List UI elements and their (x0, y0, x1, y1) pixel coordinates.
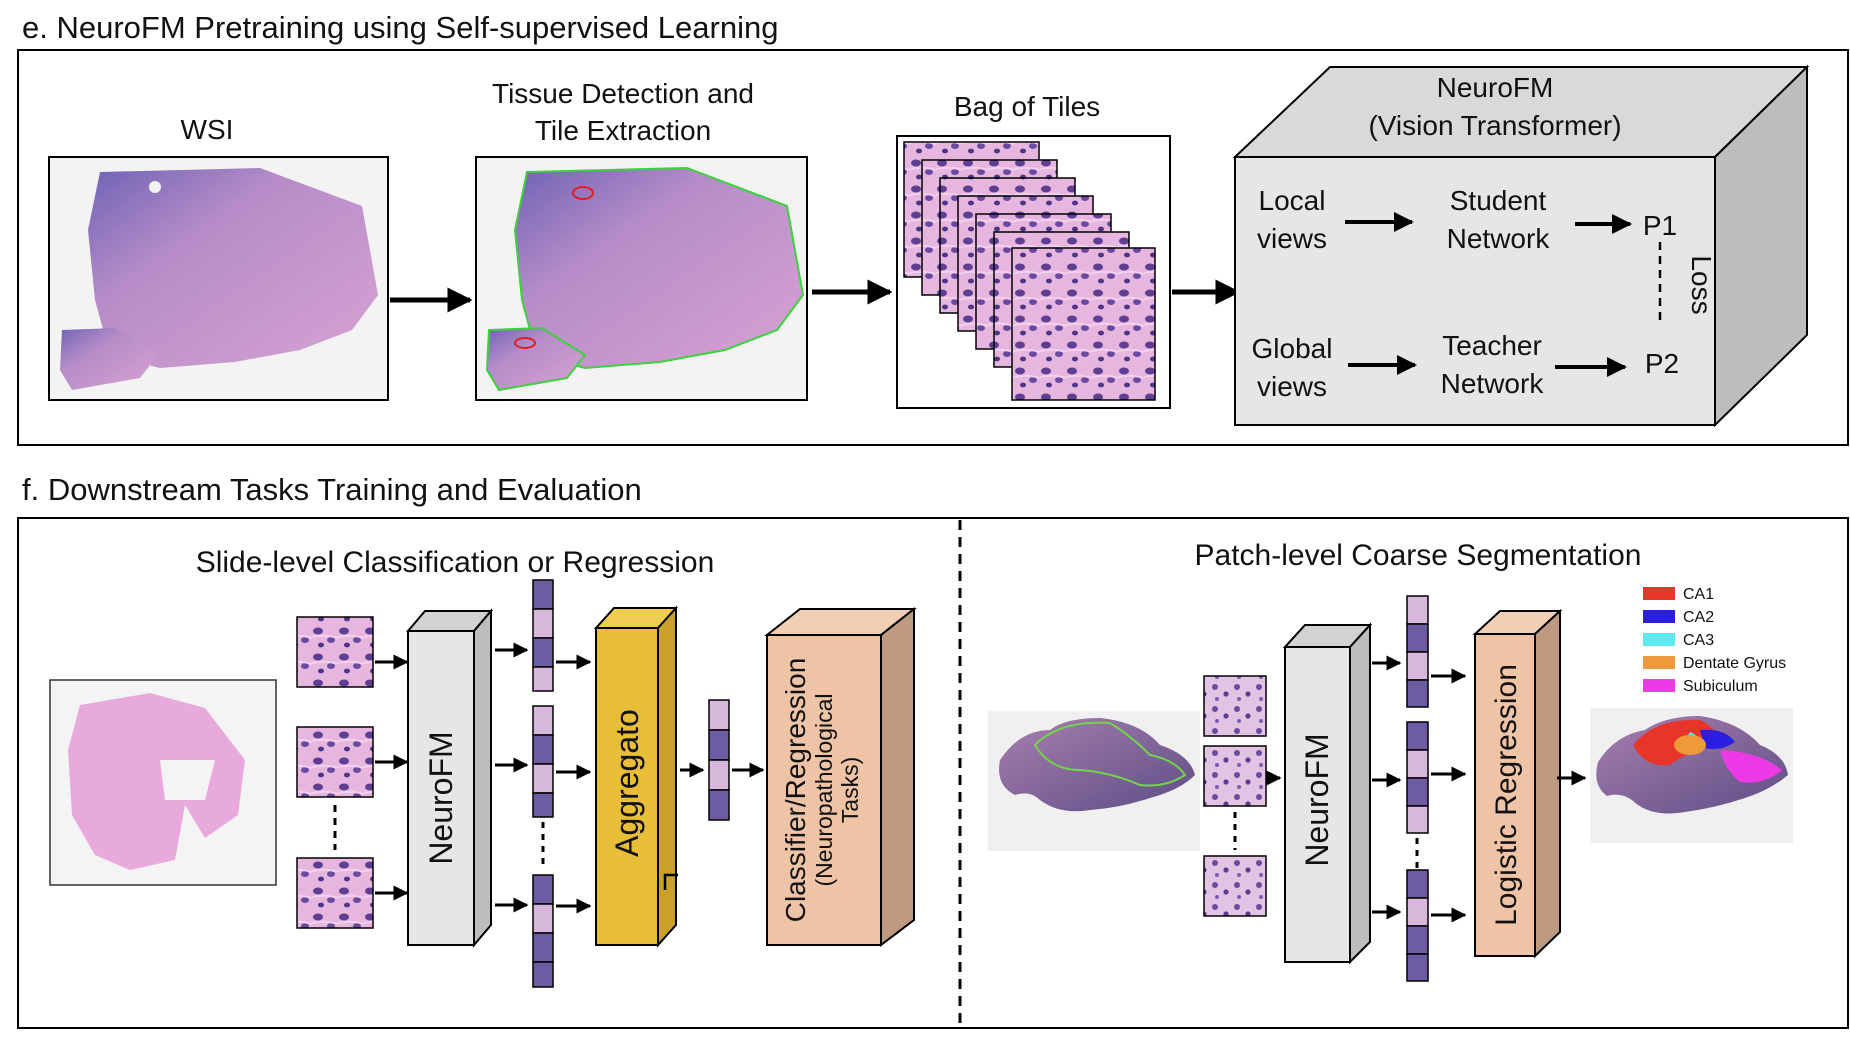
legend-swatch-dentate (1643, 656, 1675, 669)
classifier-label-3: Tasks) (837, 757, 863, 823)
panel-f-frame (17, 517, 1849, 1029)
panel-f-title: f. Downstream Tasks Training and Evaluat… (22, 472, 642, 507)
patch-tile-1 (296, 616, 374, 688)
seg-embedding-2 (1406, 721, 1429, 834)
patch-tile-3 (296, 857, 374, 929)
left-subtitle: Slide-level Classification or Regression (196, 546, 715, 579)
legend-swatch-ca3 (1643, 633, 1675, 646)
neurofm-vit-box (1232, 64, 1810, 428)
legend-label-subiculum: Subiculum (1683, 678, 1758, 695)
neurofm-label-right: NeuroFM (1299, 733, 1335, 866)
tissue-label-2: Tile Extraction (535, 115, 711, 146)
right-subtitle: Patch-level Coarse Segmentation (1195, 539, 1642, 572)
classifier-label-2: (Neuropathological (811, 693, 837, 886)
legend-swatch-subiculum (1643, 679, 1675, 692)
model-title-1: NeuroFM (1437, 72, 1554, 103)
legend-label-ca3: CA3 (1683, 632, 1714, 649)
embedding-vector-2 (532, 705, 554, 818)
seg-embedding-1 (1406, 595, 1429, 708)
slide-image-left (49, 679, 277, 886)
aggregator-mark (663, 873, 678, 890)
seg-embedding-3 (1406, 869, 1429, 982)
seg-tile-1 (1203, 675, 1267, 737)
model-title-2: (Vision Transformer) (1368, 110, 1621, 141)
p2-label: P2 (1645, 348, 1679, 379)
teacher-1: Teacher (1442, 330, 1542, 361)
bag-of-tiles (896, 135, 1171, 409)
teacher-2: Network (1441, 368, 1545, 399)
local-views-2: views (1257, 223, 1327, 254)
student-1: Student (1450, 185, 1547, 216)
brain-slice-input (988, 711, 1200, 851)
local-views-1: Local (1259, 185, 1326, 216)
legend-label-ca2: CA2 (1683, 609, 1714, 626)
panel-e-frame (17, 49, 1849, 446)
tissue-detection-image (475, 156, 808, 401)
aggregator-box (593, 605, 679, 948)
neurofm-box-left (405, 608, 494, 948)
legend-swatch-ca1 (1643, 587, 1675, 600)
patch-tile-2 (296, 726, 374, 798)
global-views-1: Global (1252, 333, 1333, 364)
legend-label-dentate: Dentate Gyrus (1683, 655, 1786, 672)
classifier-box (764, 606, 917, 948)
logistic-label: Logistic Regression (1490, 664, 1523, 926)
loss-label: Loss (1686, 255, 1717, 314)
neurofm-box-right (1282, 622, 1373, 965)
seg-tile-2 (1203, 745, 1267, 807)
tissue-label-1: Tissue Detection and (492, 78, 754, 109)
legend-swatch-ca2 (1643, 610, 1675, 623)
segmentation-output (1590, 708, 1793, 843)
classifier-label-1: Classifier/Regression (780, 658, 811, 923)
logistic-regression-box (1472, 608, 1563, 959)
segmentation-legend: CA1 CA2 CA3 Dentate Gyrus Subiculum (1643, 586, 1786, 695)
neurofm-label-left: NeuroFM (423, 731, 459, 864)
student-2: Network (1447, 223, 1551, 254)
wsi-label: WSI (181, 114, 234, 145)
aggregator-label: Aggregato (609, 709, 645, 857)
p1-label: P1 (1643, 210, 1677, 241)
global-views-2: views (1257, 371, 1327, 402)
wsi-image (48, 156, 389, 401)
embedding-vector-1 (532, 579, 554, 692)
pooled-embedding (708, 699, 730, 821)
bag-label: Bag of Tiles (954, 91, 1100, 122)
embedding-vector-3 (532, 874, 554, 988)
seg-tile-3 (1203, 855, 1267, 917)
panel-e-title: e. NeuroFM Pretraining using Self-superv… (22, 10, 778, 45)
legend-label-ca1: CA1 (1683, 586, 1714, 603)
